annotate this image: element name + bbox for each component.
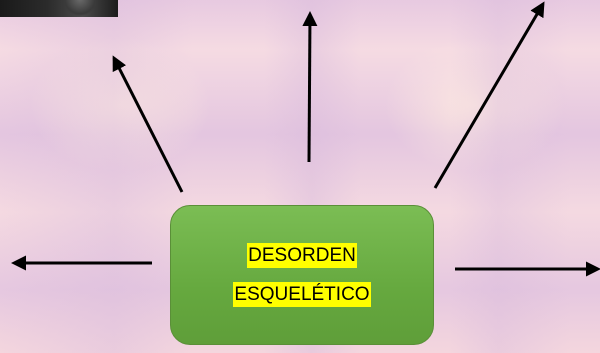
corner-photo: [0, 0, 118, 17]
center-node: DESORDEN ESQUELÉTICO: [170, 205, 434, 345]
center-node-line1: DESORDEN: [247, 243, 357, 268]
center-node-line2: ESQUELÉTICO: [233, 282, 371, 307]
arrow-up: [302, 11, 318, 163]
arrow-up-left: [112, 55, 184, 193]
arrow-up-right: [433, 1, 545, 189]
